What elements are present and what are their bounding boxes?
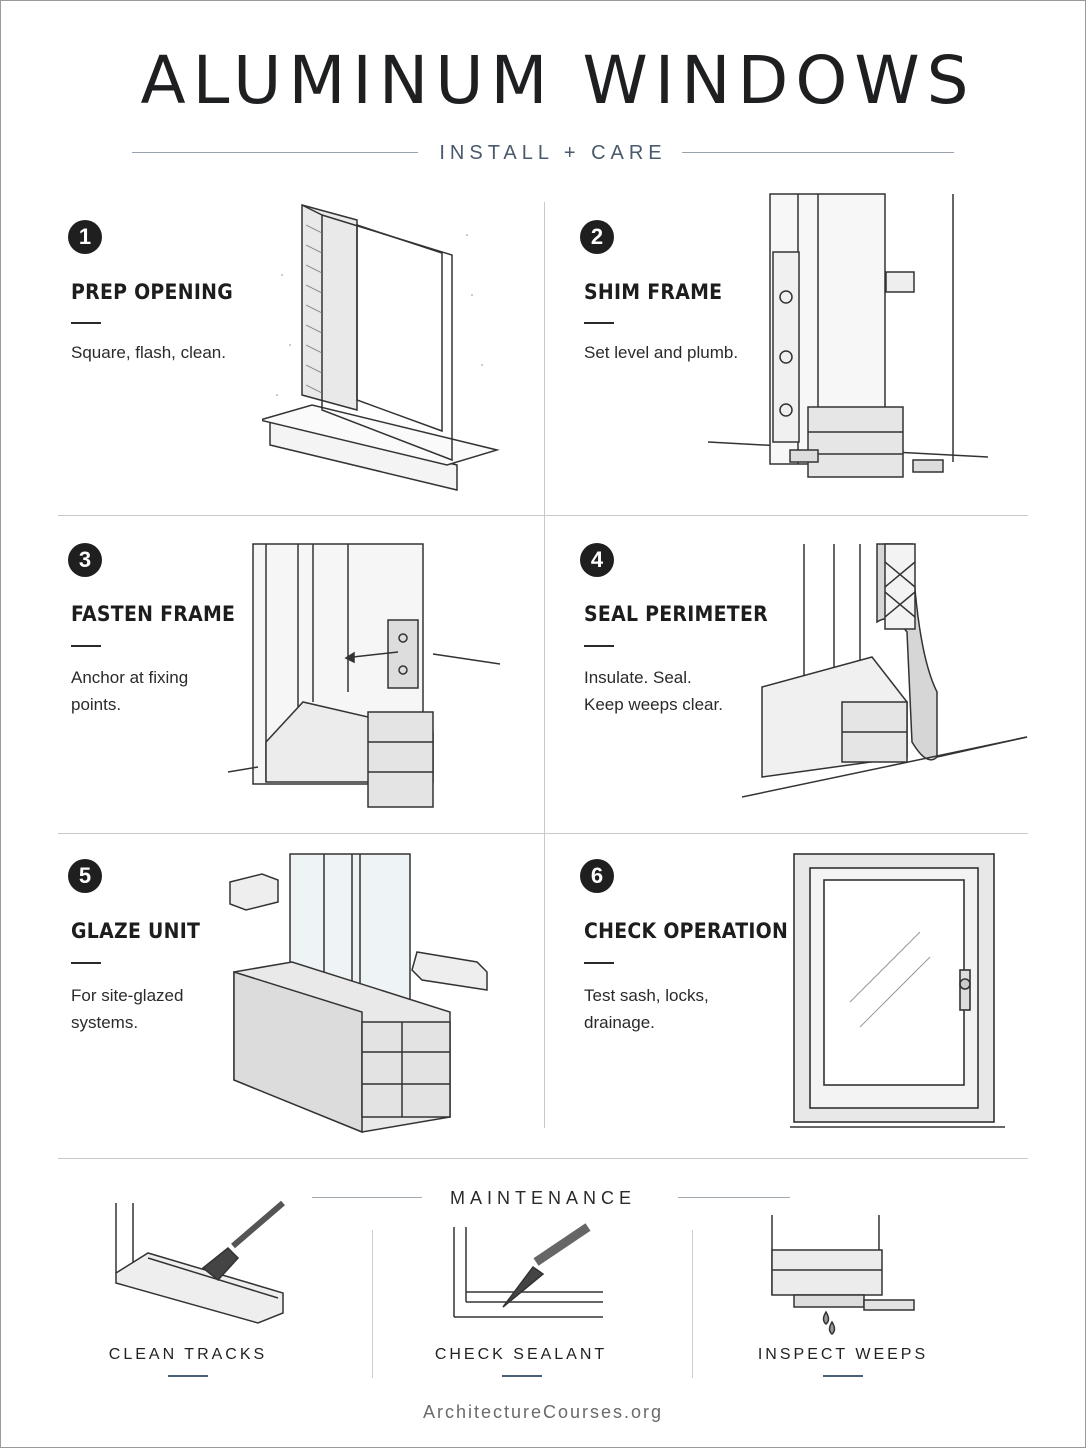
foam-sealant-illustration: [742, 542, 1030, 807]
step-dash: [584, 962, 614, 964]
subtitle-rule-right: [682, 152, 954, 153]
step-title: SEAL PERIMETER: [584, 602, 768, 626]
maintenance-rule-left: [312, 1197, 422, 1198]
description-line: Test sash, locks,: [584, 986, 709, 1005]
weep-hole-icon: [764, 1210, 924, 1340]
page-subtitle: INSTALL + CARE: [439, 142, 667, 164]
anchor-screw-illustration: [228, 542, 508, 817]
description-line: Set level and plumb.: [584, 343, 739, 362]
subtitle-rule-left: [132, 152, 418, 153]
step-dash: [71, 962, 101, 964]
step-dash: [71, 645, 101, 647]
step-description: Set level and plumb.: [584, 339, 784, 366]
row-divider-3: [58, 1158, 1028, 1159]
casement-window-illustration: [790, 852, 1005, 1137]
description-line: systems.: [71, 1013, 139, 1032]
page-title: ALUMINUM WINDOWS: [140, 42, 976, 119]
description-line: Square, flash, clean.: [71, 343, 226, 362]
maintenance-label: INSPECT WEEPS: [757, 1346, 929, 1363]
step-number-badge: 4: [580, 543, 614, 577]
step-description: For site-glazed systems.: [71, 982, 271, 1036]
step-description: Anchor at fixing points.: [71, 664, 271, 718]
step-dash: [584, 322, 614, 324]
maintenance-underline: [502, 1375, 542, 1377]
step-description: Square, flash, clean.: [71, 339, 271, 366]
row-divider-1: [58, 515, 1028, 516]
maintenance-divider: [372, 1230, 373, 1378]
step-number-badge: 6: [580, 859, 614, 893]
step-description: Insulate. Seal. Keep weeps clear.: [584, 664, 784, 718]
description-line: Insulate. Seal.: [584, 668, 692, 687]
row-divider-2: [58, 833, 1028, 834]
step-title: SHIM FRAME: [584, 280, 723, 304]
step-title: GLAZE UNIT: [71, 919, 201, 943]
description-line: drainage.: [584, 1013, 655, 1032]
description-line: points.: [71, 695, 122, 714]
step-title: PREP OPENING: [71, 280, 233, 304]
maintenance-label: CLEAN TRACKS: [108, 1346, 268, 1363]
footer-site-name: ArchitectureCourses.org: [422, 1402, 664, 1422]
maintenance-title: MAINTENANCE: [449, 1188, 636, 1208]
step-title: FASTEN FRAME: [71, 602, 236, 626]
step-title: CHECK OPERATION: [584, 919, 789, 943]
rough-opening-illustration: [262, 195, 502, 500]
description-line: Keep weeps clear.: [584, 695, 723, 714]
step-number-badge: 1: [68, 220, 102, 254]
glazing-unit-illustration: [212, 852, 502, 1142]
step-number-badge: 3: [68, 543, 102, 577]
step-number-badge: 5: [68, 859, 102, 893]
description-line: For site-glazed: [71, 986, 184, 1005]
maintenance-underline: [168, 1375, 208, 1377]
brush-track-icon: [108, 1198, 293, 1328]
step-dash: [71, 322, 101, 324]
maintenance-underline: [823, 1375, 863, 1377]
column-divider: [544, 202, 545, 1128]
description-line: Anchor at fixing: [71, 668, 189, 687]
step-description: Test sash, locks, drainage.: [584, 982, 784, 1036]
step-dash: [584, 645, 614, 647]
maintenance-label: CHECK SEALANT: [434, 1346, 608, 1363]
maintenance-divider: [692, 1230, 693, 1378]
maintenance-rule-right: [678, 1197, 790, 1198]
step-number-badge: 2: [580, 220, 614, 254]
caulk-gun-icon: [448, 1222, 608, 1332]
level-shim-illustration: [708, 192, 998, 492]
